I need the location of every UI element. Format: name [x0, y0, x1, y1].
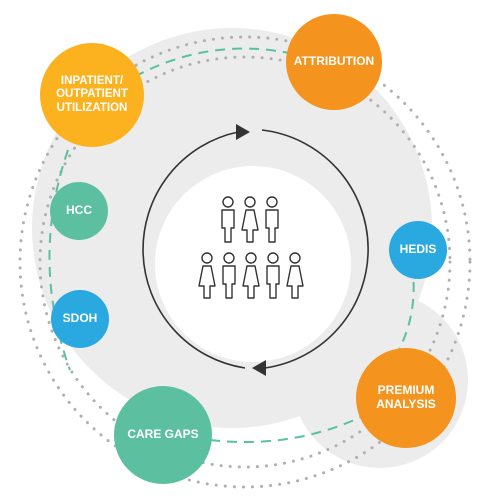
- cycle-arrowhead-top: [236, 124, 250, 140]
- node-sdoh[interactable]: SDOH: [51, 290, 109, 348]
- people-group-icon: [198, 196, 304, 299]
- node-inpatient-outpatient-utilization[interactable]: INPATIENT/ OUTPATIENT UTILIZATION: [40, 43, 144, 147]
- node-hedis-label: HEDIS: [399, 242, 437, 257]
- center-circle: [155, 166, 351, 362]
- dotted-ring-inner: [38, 55, 452, 469]
- node-care-gaps-label: CARE GAPS: [127, 427, 199, 442]
- cycle-arc-left: [142, 131, 246, 369]
- node-hcc-label: HCC: [66, 203, 92, 218]
- dotted-ring-outer: [18, 35, 472, 489]
- dashed-arc-top: [119, 47, 311, 86]
- node-premium-analysis-label: PREMIUM ANALYSIS: [376, 383, 436, 411]
- node-hcc[interactable]: HCC: [50, 182, 108, 240]
- cycle-arrowhead-bottom: [252, 360, 266, 376]
- node-premium-analysis[interactable]: PREMIUM ANALYSIS: [356, 348, 456, 448]
- node-sdoh-label: SDOH: [62, 311, 98, 326]
- dashed-arc-bottom: [209, 409, 376, 443]
- node-hedis[interactable]: HEDIS: [389, 221, 447, 279]
- node-inpatient-label: INPATIENT/ OUTPATIENT UTILIZATION: [56, 75, 128, 114]
- cycle-arc-right: [261, 129, 369, 369]
- node-attribution[interactable]: ATTRIBUTION: [286, 14, 382, 110]
- node-attribution-label: ATTRIBUTION: [293, 54, 375, 69]
- node-care-gaps[interactable]: CARE GAPS: [114, 386, 212, 484]
- dashed-arc-left: [48, 149, 71, 371]
